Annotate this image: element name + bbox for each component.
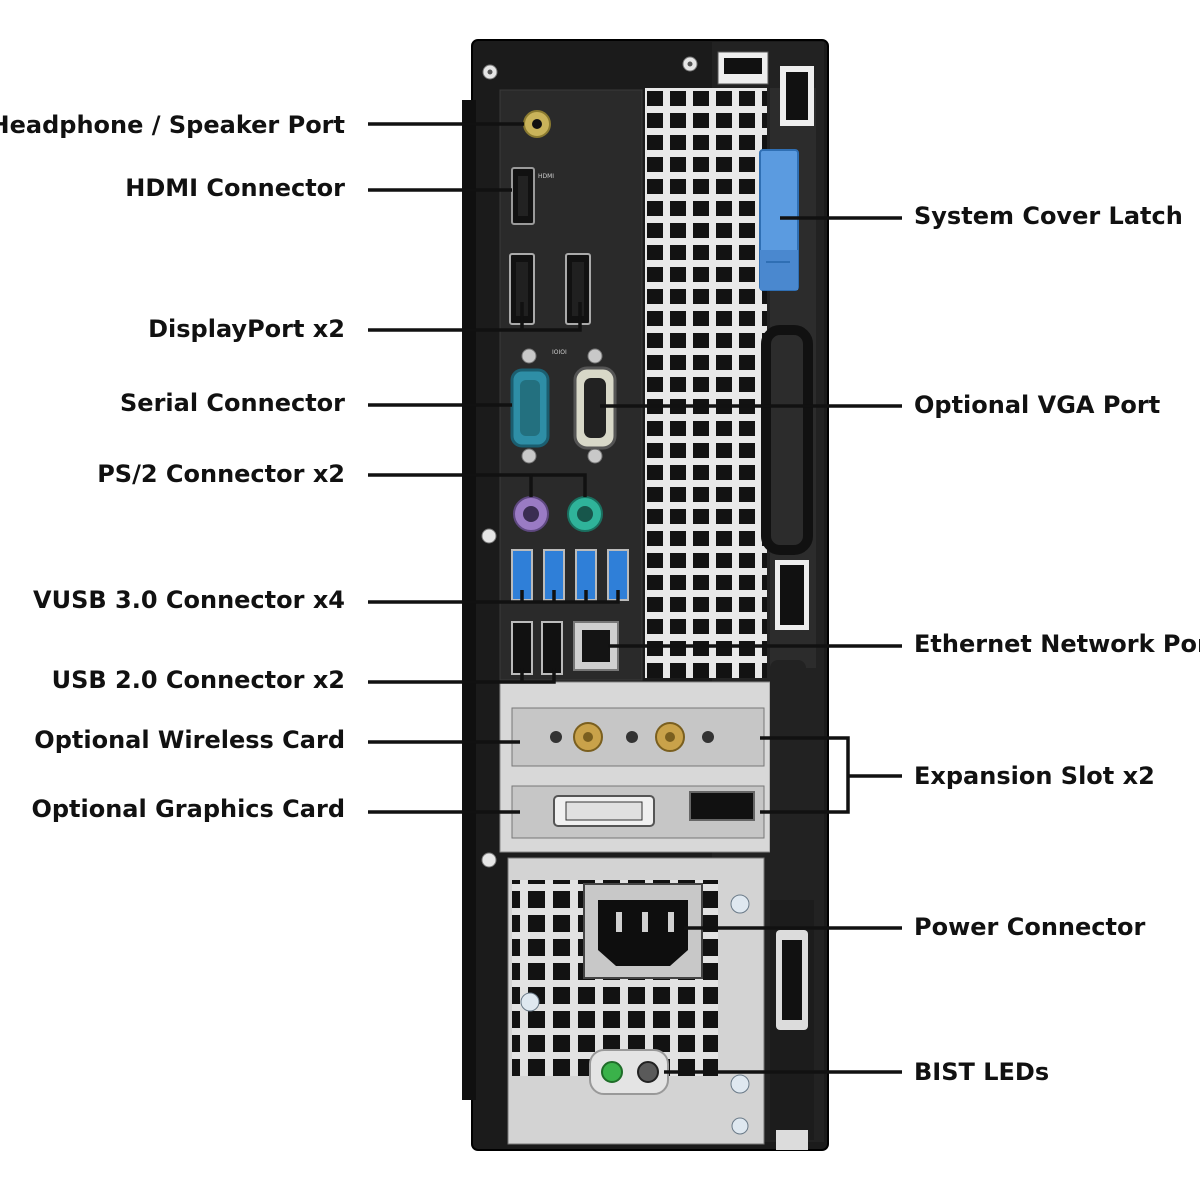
- usb2-ports: [511, 621, 563, 675]
- wireless-card-bracket: [511, 707, 765, 767]
- serial-port: IOIOI: [510, 348, 567, 464]
- label-optional-vga-port: Optional VGA Port: [914, 391, 1161, 419]
- ethernet-port: [573, 621, 619, 671]
- bist-led-off: [637, 1061, 659, 1083]
- label-expansion-slot: Expansion Slot x2: [914, 762, 1155, 790]
- bist-led-green: [601, 1061, 623, 1083]
- label-serial-connector: Serial Connector: [120, 389, 345, 417]
- graphics-card-bracket: [511, 785, 765, 839]
- vga-port: [573, 348, 617, 464]
- chassis-handle: [761, 325, 813, 555]
- label-usb3-connector: VUSB 3.0 Connector x4: [33, 586, 345, 614]
- label-ethernet-network-port: Ethernet Network Port: [914, 630, 1200, 658]
- chassis-side-flange: [462, 100, 476, 1100]
- hdmi-mark: HDMI: [538, 173, 554, 180]
- label-optional-graphics-card: Optional Graphics Card: [31, 795, 345, 823]
- label-hdmi-connector: HDMI Connector: [125, 174, 345, 202]
- callout-lines: [368, 122, 902, 1074]
- label-usb2-connector: USB 2.0 Connector x2: [51, 666, 345, 694]
- label-optional-wireless-card: Optional Wireless Card: [34, 726, 345, 754]
- label-system-cover-latch: System Cover Latch: [914, 202, 1183, 230]
- label-power-connector: Power Connector: [914, 913, 1146, 941]
- serial-mark: IOIOI: [552, 349, 567, 356]
- upper-vent-grille: [645, 88, 767, 678]
- usb3-ports: [511, 549, 629, 601]
- label-headphone-speaker-port: Headphone / Speaker Port: [0, 111, 345, 139]
- screw: [481, 852, 497, 868]
- label-bist-leds: BIST LEDs: [914, 1058, 1050, 1086]
- screw: [481, 528, 497, 544]
- displayport-ports: [509, 253, 591, 325]
- label-ps2-connector: PS/2 Connector x2: [97, 460, 345, 488]
- label-displayport: DisplayPort x2: [148, 315, 345, 343]
